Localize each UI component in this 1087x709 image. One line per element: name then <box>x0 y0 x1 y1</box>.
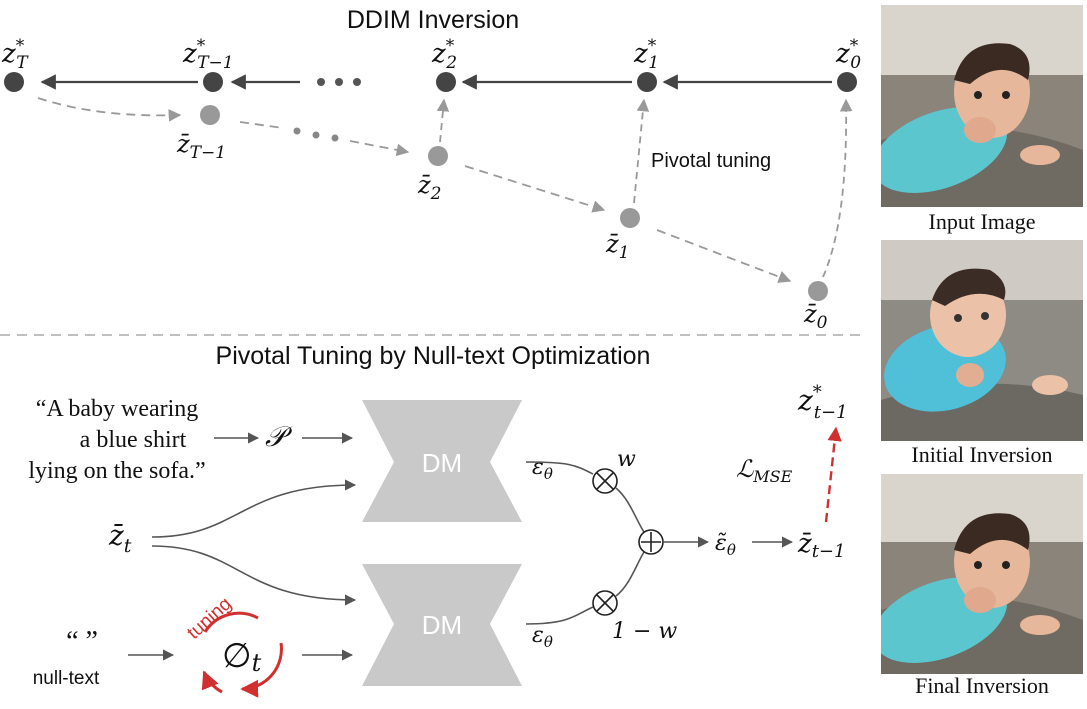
dm-block-unconditional <box>362 564 522 686</box>
arrow-zt-to-DM-bottom <box>151 545 357 606</box>
line-mult-top-to-plus <box>615 487 645 533</box>
label-eps-tilde: ε̃θ <box>715 531 736 559</box>
node-z1-bar <box>620 208 640 228</box>
label-one-minus-w: 1 − w <box>612 619 677 644</box>
prompt-line-1: “A baby wearing <box>36 396 199 422</box>
dashed-line-zT1bar <box>239 121 284 129</box>
loss-arrow <box>824 426 842 523</box>
line-eps-top-to-mult <box>525 461 594 475</box>
ellipsis-dot <box>353 78 361 86</box>
caption-initial-inversion: Initial Inversion <box>911 442 1052 467</box>
pivotal-tuning-label: Pivotal tuning <box>651 150 771 172</box>
null-symbol: ∅t <box>222 636 262 677</box>
label-zt1-star: z*t−1 <box>797 382 848 423</box>
dashed-arrow-zT-to-zT1bar <box>37 97 182 122</box>
label-zt1-bar: z̄t−1 <box>797 529 845 562</box>
label-loss: ℒMSE <box>736 455 793 486</box>
dm-label-bottom: DM <box>422 610 462 640</box>
null-text-title: Pivotal Tuning by Null-text Optimization <box>216 342 651 370</box>
line-eps-bottom-to-mult <box>525 606 594 625</box>
node-z0-bar <box>808 281 828 301</box>
input-image <box>881 5 1083 207</box>
label-zT1-star: z*T−1 <box>182 36 234 73</box>
node-zT1-star <box>203 72 223 92</box>
pivot-arrow-z1 <box>633 98 650 204</box>
node-z0-star <box>837 72 857 92</box>
label-w: w <box>617 447 636 472</box>
prompt-symbol: 𝒫 <box>265 420 293 453</box>
label-zT-star: z*T <box>1 36 29 73</box>
tuning-arc-left <box>201 670 223 694</box>
arrow-zt-to-DM-top <box>151 479 357 538</box>
multiply-sign <box>596 594 614 612</box>
caption-final-inversion: Final Inversion <box>915 673 1049 698</box>
dashed-arrow-z2bar-to-z1bar <box>464 165 606 213</box>
node-z2-star <box>436 72 456 92</box>
dm-label-top: DM <box>422 448 462 478</box>
label-zt: z̄t <box>108 519 132 557</box>
tuning-arc-right <box>240 642 283 698</box>
final-inversion-image <box>881 474 1083 674</box>
line-mult-bottom-to-plus <box>615 551 645 597</box>
label-z1-star: z*1 <box>633 36 659 73</box>
prompt-line-2: a blue shirt <box>80 427 187 453</box>
ellipsis-dot <box>331 134 339 142</box>
caption-input-image: Input Image <box>929 209 1036 234</box>
tuning-arc-top <box>203 611 259 633</box>
label-z0-star: z*0 <box>835 36 861 73</box>
ddim-title: DDIM Inversion <box>347 6 519 34</box>
label-zT1-bar: z̄T−1 <box>176 130 226 163</box>
node-zT-star <box>4 72 24 92</box>
pivot-arrow-z2 <box>436 98 450 143</box>
null-quote: “ ” <box>66 626 98 657</box>
label-z1-bar: z̄1 <box>605 230 629 263</box>
label-z0-bar: z̄0 <box>803 300 828 333</box>
label-eps-bottom: εθ <box>532 623 553 651</box>
prompt-line-3: lying on the sofa.” <box>28 458 205 484</box>
dashed-arrow-to-z2bar <box>349 140 410 157</box>
label-z2-bar: z̄2 <box>417 171 441 204</box>
node-z1-star <box>637 72 657 92</box>
node-zT1-bar <box>200 105 220 125</box>
pivot-arrow-z0 <box>822 98 853 278</box>
multiply-sign <box>596 472 614 490</box>
dashed-arrow-z1bar-to-z0bar <box>656 229 792 283</box>
node-z2-bar <box>428 146 448 166</box>
label-eps-top: εθ <box>532 455 553 483</box>
ellipsis-dot <box>317 78 325 86</box>
ellipsis-dot <box>335 78 343 86</box>
label-z2-star: z*2 <box>431 36 457 73</box>
ellipsis-dot <box>293 127 301 135</box>
null-text-label: null-text <box>33 668 100 689</box>
dm-block-conditional <box>362 400 522 522</box>
initial-inversion-image <box>881 240 1083 441</box>
ellipsis-dot <box>312 131 320 139</box>
